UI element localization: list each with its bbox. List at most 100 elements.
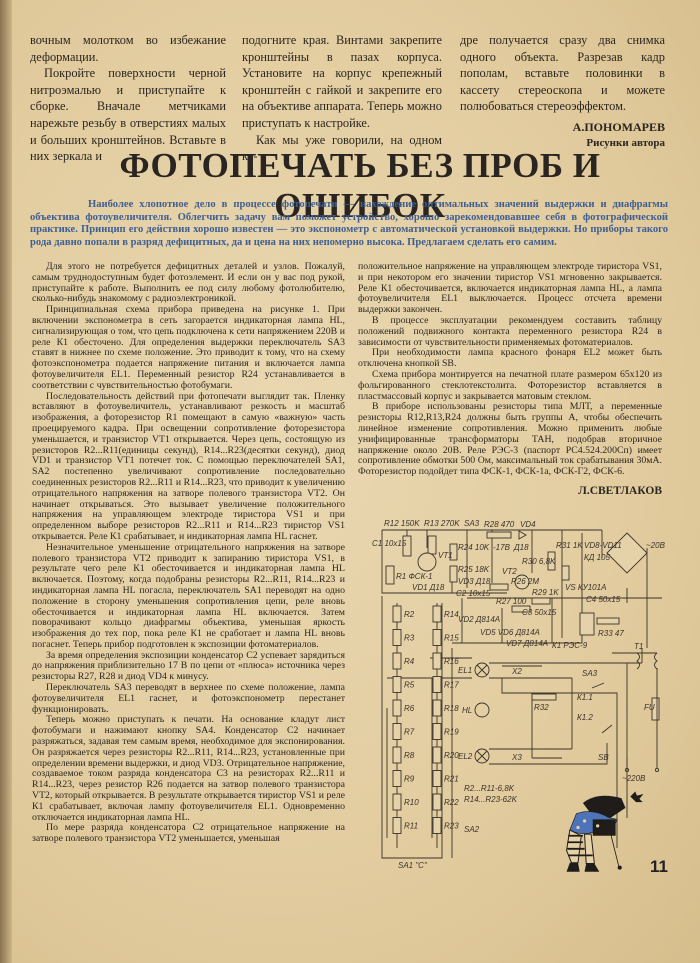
label-c2: C2 10x15 — [456, 589, 491, 598]
resistor-r6 — [392, 699, 402, 717]
label-r22: R22 — [444, 798, 459, 807]
mains-terminal — [654, 767, 660, 773]
label-vd2: VD2 Д814А — [458, 615, 500, 624]
label-r29: R29 1K — [532, 588, 559, 597]
paragraph: подогните края. Винтами закрепите кроншт… — [242, 33, 442, 130]
label-sa3: SA3 — [464, 519, 480, 528]
resistor-r13 — [427, 535, 437, 555]
resistor-r10 — [392, 793, 402, 811]
schematic-labels: R12 150K R13 270K SA3 R28 470 VD4 C1 10x… — [372, 519, 666, 870]
label-r28: R28 470 — [484, 520, 515, 529]
paragraph: В процессе эксплуатации рекомендуем сост… — [358, 314, 662, 348]
label-fu: FU — [644, 703, 655, 712]
resistor-r14 — [432, 605, 442, 623]
schematic-components — [385, 530, 660, 721]
label-r19: R19 — [444, 728, 459, 737]
label-r17: R17 — [444, 681, 459, 690]
diode-vd4 — [518, 530, 527, 540]
label-vs: VS КУ101А — [565, 583, 606, 592]
body-column-left: Для этого не потребуется дефицитных дета… — [32, 261, 345, 845]
label-sa1: SA1 "C" — [398, 861, 428, 870]
top-column-3: дре получается сразу два снимка одного о… — [460, 32, 665, 151]
resistor-r31 — [547, 551, 556, 571]
resistor-chains: R2R3R4R5R6R7R8R9R10R11R14R15R16R17R18R19… — [392, 605, 459, 834]
resistor-r22 — [432, 793, 442, 811]
label-vd4: VD4 — [520, 520, 536, 529]
lamp-wiring — [489, 652, 658, 768]
label-sa3-bottom: SA3 — [582, 669, 598, 678]
paragraph: Принципиальная схема прибора приведена н… — [32, 304, 345, 391]
resistor-r4 — [392, 652, 402, 670]
paragraph: Теперь можно приступать к печати. На осн… — [32, 714, 345, 823]
paragraph: вочным молотком во избежание деформации. — [30, 33, 226, 64]
leg-stripes — [567, 834, 593, 857]
label-r25: R25 18K — [458, 565, 490, 574]
top-column-1: вочным молотком во избежание деформации.… — [30, 32, 226, 165]
label-note-r2-r11: R2...R11-6,8K — [464, 784, 515, 793]
label-x2: X2 — [511, 667, 522, 676]
transistor-vt1 — [417, 552, 437, 572]
photographer-cartoon — [566, 791, 644, 872]
lamp-el2 — [474, 748, 490, 764]
resistor-r27 — [511, 605, 531, 613]
mains-terminal — [624, 767, 630, 773]
label-kd105: КД 105 — [584, 553, 610, 562]
fuse — [651, 697, 660, 721]
label-vt1: VT1 — [438, 551, 453, 560]
previous-author: А.ПОНОМАРЕВ — [572, 119, 665, 134]
paragraph: При необходимости лампа красного фонаря … — [358, 347, 662, 370]
article-title: ФОТОПЕЧАТЬ БЕЗ ПРОБ И ОШИБОК — [119, 146, 601, 225]
label-x3: X3 — [511, 753, 522, 762]
top-column-2: подогните края. Винтами закрепите кроншт… — [242, 32, 442, 165]
label-c3: C3 50x15 — [522, 608, 557, 617]
label-k1: К1 РЭС-9 — [552, 641, 588, 650]
page-number: 11 — [650, 857, 668, 876]
lamp-hl — [474, 702, 490, 718]
paragraph: Последовательность действий при фотопеча… — [32, 390, 345, 542]
tripod-leg — [610, 833, 620, 867]
label-r26: R26 2M — [511, 577, 539, 586]
label-sb: SB — [598, 753, 609, 762]
label-vd5-vd6: VD5 VD6 Д814А — [480, 628, 540, 637]
resistor-r30 — [561, 565, 570, 581]
label-r5: R5 — [404, 681, 415, 690]
paragraph: дре получается сразу два снимка одного о… — [460, 33, 665, 114]
resistor-r28 — [486, 531, 512, 539]
resistor-r12 — [402, 535, 412, 557]
label-r11: R11 — [404, 822, 418, 831]
resistor-r7 — [392, 723, 402, 740]
label-vd3: VD3 Д18 — [458, 577, 491, 586]
resistor-r9 — [392, 770, 402, 787]
resistor-r20 — [432, 746, 442, 764]
paragraph: В приборе использованы резисторы типа МЛ… — [358, 401, 662, 478]
camera-box — [592, 819, 616, 836]
resistor-r8 — [392, 746, 402, 764]
resistor-r21 — [432, 770, 442, 787]
relay-k1 — [579, 612, 595, 636]
label-r23: R23 — [444, 822, 459, 831]
resistor-r32 — [531, 693, 557, 701]
body-column-right: положительное напряжение на управляющем … — [358, 261, 662, 497]
label-r24: R24 10K — [458, 543, 490, 552]
resistor-r17 — [432, 676, 442, 693]
label-r31: R31 1K — [556, 541, 583, 550]
label-el2: EL2 — [458, 752, 473, 761]
label-r10: R10 — [404, 798, 419, 807]
label-r16: R16 — [444, 657, 459, 666]
paragraph: По мере разряда конденсатора С2 отрицате… — [32, 822, 345, 845]
paragraph: За время определения экспозиции конденса… — [32, 649, 345, 683]
paragraph: Незначительное уменьшение отрицательного… — [32, 541, 345, 650]
resistor-r3 — [392, 629, 402, 646]
label-k11: К1.1 — [577, 693, 593, 702]
label-c4: C4 50x15 — [586, 595, 621, 604]
label-sa2: SA2 — [464, 825, 480, 834]
resistor-r33 — [596, 617, 620, 625]
label-r4: R4 — [404, 657, 415, 666]
resistor-r16 — [432, 652, 442, 670]
article-lead: Наиболее хлопотное дело в процессе фотоп… — [30, 199, 668, 248]
boots — [566, 862, 600, 872]
paragraph: Схема прибора монтируется на печатной пл… — [358, 368, 662, 402]
paragraph: Для этого не потребуется дефицитных дета… — [32, 261, 345, 305]
label-vd8: VD8-VD11 — [584, 541, 622, 550]
label-r13: R13 270K — [424, 519, 460, 528]
